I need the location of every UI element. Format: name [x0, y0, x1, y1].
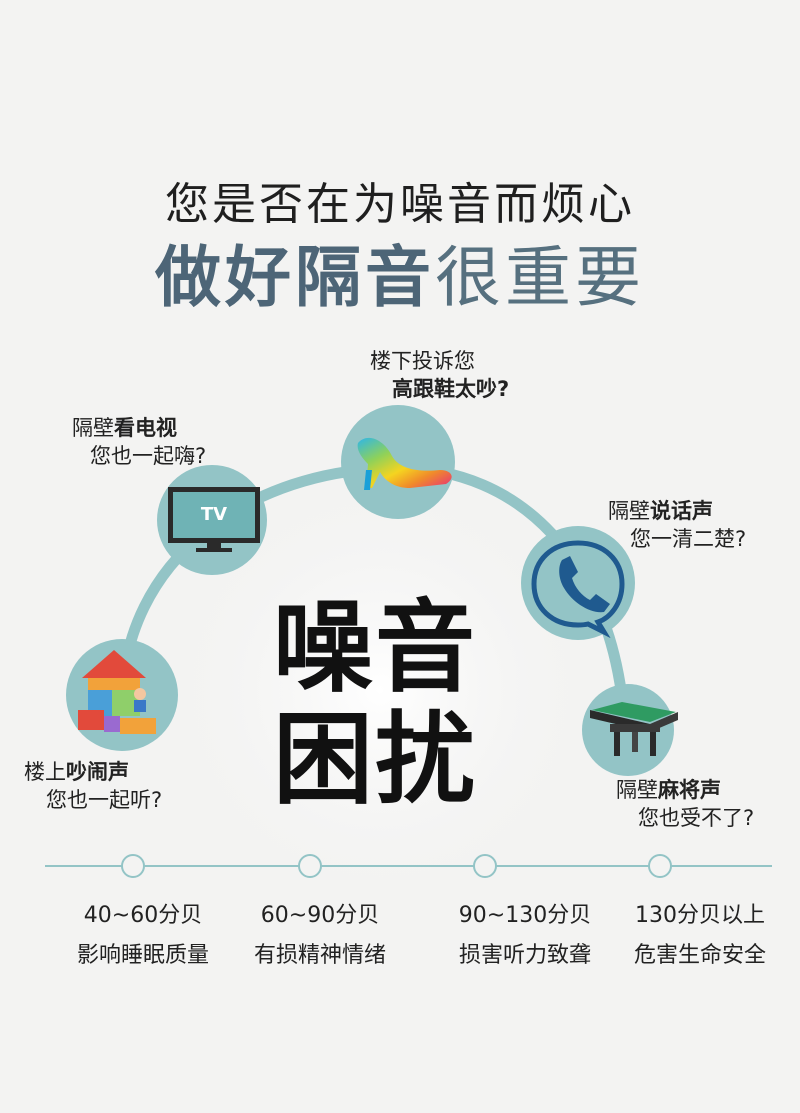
- callout-upstairs: 楼上吵闹声 您也一起听?: [24, 758, 162, 814]
- callout-tv-line2: 您也一起嗨?: [90, 444, 207, 468]
- callout-heels: 楼下投诉您 高跟鞋太吵?: [370, 347, 509, 403]
- callout-tv-bold: 看电视: [114, 416, 177, 440]
- callout-tv: 隔壁看电视 您也一起嗨?: [72, 414, 206, 470]
- callout-mahjong-bold: 麻将声: [658, 778, 721, 802]
- headline-main: 做好隔音很重要: [0, 224, 800, 320]
- timeline-node-1: [121, 854, 145, 878]
- callout-mahjong-line2: 您也受不了?: [638, 806, 755, 830]
- timeline-node-2: [298, 854, 322, 878]
- callout-tv-prefix: 隔壁: [72, 416, 114, 440]
- center-title-line2: 困扰: [273, 701, 477, 818]
- timeline-effect: 有损精神情绪: [253, 943, 386, 968]
- timeline-range: 130分贝以上: [635, 903, 765, 928]
- callout-talk: 隔壁说话声 您一清二楚?: [608, 497, 746, 553]
- headline-main-light: 很重要: [435, 239, 645, 316]
- callout-talk-bold: 说话声: [650, 499, 713, 523]
- headline-main-bold: 做好隔音: [155, 239, 435, 316]
- center-title: 噪音 困扰: [270, 592, 480, 816]
- callout-talk-prefix: 隔壁: [608, 499, 650, 523]
- timeline-effect: 危害生命安全: [633, 943, 766, 968]
- timeline-effect: 损害听力致聋: [458, 943, 591, 968]
- timeline-range: 40~60分贝: [83, 903, 203, 928]
- center-title-line1: 噪音: [273, 589, 477, 706]
- headline-question: 您是否在为噪音而烦心: [165, 179, 635, 230]
- timeline-item-3: 90~130分贝 损害听力致聋: [435, 896, 615, 976]
- callout-heels-bold: 高跟鞋太吵?: [392, 377, 510, 401]
- callout-mahjong-prefix: 隔壁: [616, 778, 658, 802]
- phone-icon: [531, 540, 625, 639]
- callout-upstairs-line2: 您也一起听?: [46, 788, 163, 812]
- timeline-node-4: [648, 854, 672, 878]
- tv-icon: TV: [168, 487, 260, 552]
- callout-upstairs-bold: 吵闹声: [66, 760, 129, 784]
- timeline-range: 60~90分贝: [260, 903, 380, 928]
- timeline-effect: 影响睡眠质量: [76, 943, 209, 968]
- high-heel-icon: [357, 437, 452, 490]
- tv-icon-text: TV: [201, 504, 227, 525]
- timeline-item-2: 60~90分贝 有损精神情绪: [230, 896, 410, 976]
- timeline-item-4: 130分贝以上 危害生命安全: [610, 896, 790, 976]
- callout-mahjong: 隔壁麻将声 您也受不了?: [616, 776, 754, 832]
- center-glow: [160, 470, 600, 910]
- toy-blocks-icon: [78, 650, 156, 734]
- timeline-range: 90~130分贝: [458, 903, 592, 928]
- callout-heels-prefix: 楼下投诉您: [370, 349, 475, 373]
- timeline-node-3: [473, 854, 497, 878]
- mahjong-table-icon: [590, 702, 678, 756]
- timeline-item-1: 40~60分贝 影响睡眠质量: [53, 896, 233, 976]
- bubble-heels: [341, 405, 455, 519]
- callout-upstairs-prefix: 楼上: [24, 760, 66, 784]
- callout-talk-line2: 您一清二楚?: [630, 527, 747, 551]
